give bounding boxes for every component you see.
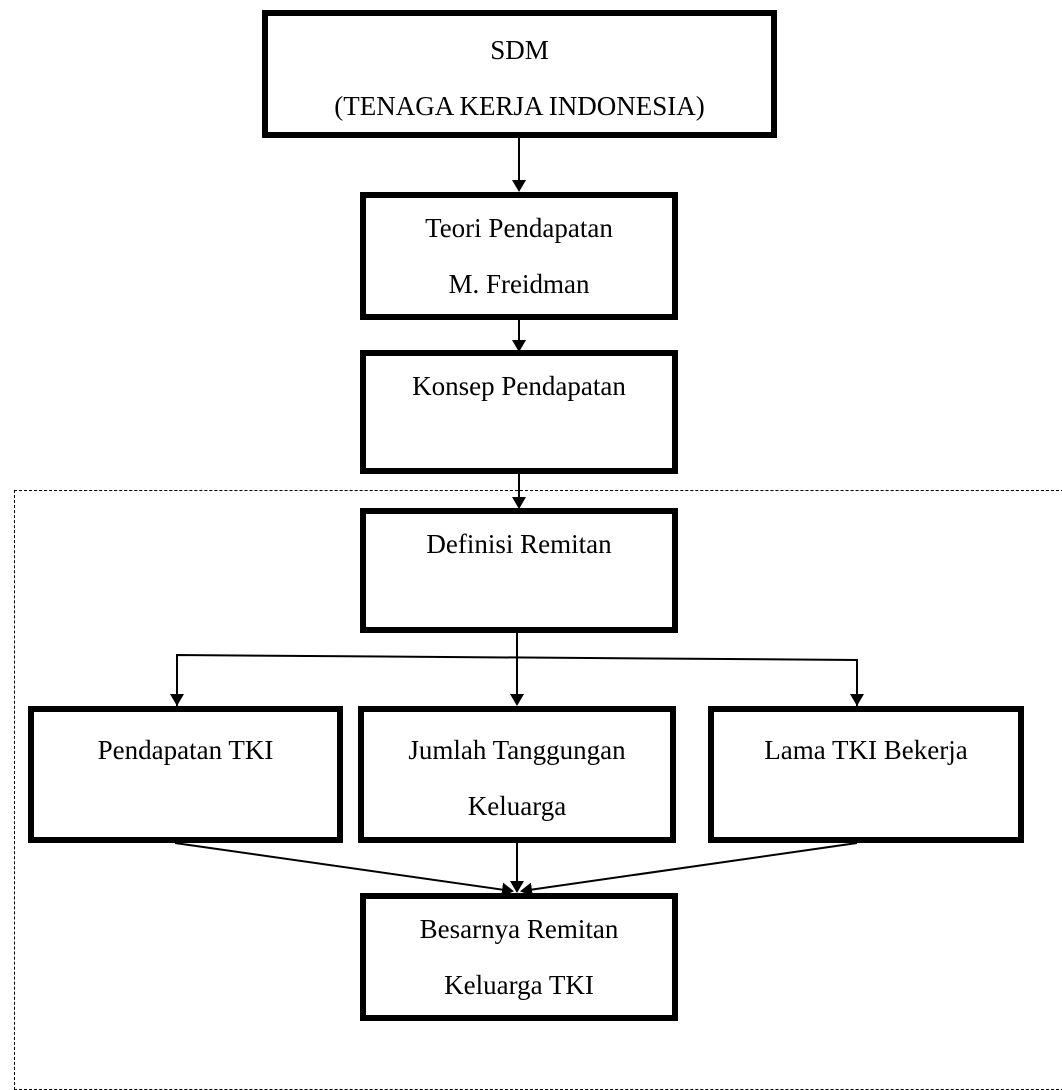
box-definisi-remitan: Definisi Remitan bbox=[360, 508, 678, 633]
box-jumlah-tanggungan: Jumlah Tanggungan Keluarga bbox=[358, 706, 676, 843]
box-teori-line1: Teori Pendapatan bbox=[425, 213, 613, 243]
box-lama-line1: Lama TKI Bekerja bbox=[764, 735, 968, 765]
box-sdm-line1: SDM bbox=[490, 35, 549, 65]
arrow-lama-to-besarnya bbox=[520, 842, 858, 897]
box-teori-pendapatan: Teori Pendapatan M. Freidman bbox=[360, 192, 678, 320]
box-lama-tki-bekerja: Lama TKI Bekerja bbox=[708, 706, 1024, 843]
box-pendapatan-tki-line1: Pendapatan TKI bbox=[97, 735, 274, 765]
arrow-pendapatan-to-besarnya bbox=[174, 842, 514, 897]
box-jumlah-line2: Keluarga bbox=[467, 791, 567, 821]
box-sdm: SDM (TENAGA KERJA INDONESIA) bbox=[262, 10, 777, 138]
box-besarnya-remitan: Besarnya Remitan Keluarga TKI bbox=[360, 893, 678, 1021]
box-besarnya-line2: Keluarga TKI bbox=[444, 970, 594, 1000]
box-konsep-pendapatan: Konsep Pendapatan bbox=[360, 350, 678, 474]
box-jumlah-line1: Jumlah Tanggungan bbox=[408, 735, 626, 765]
box-sdm-line2: (TENAGA KERJA INDONESIA) bbox=[334, 91, 705, 121]
box-definisi-line1: Definisi Remitan bbox=[426, 529, 612, 559]
box-teori-line2: M. Freidman bbox=[448, 269, 590, 299]
box-pendapatan-tki: Pendapatan TKI bbox=[28, 706, 343, 843]
box-konsep-line1: Konsep Pendapatan bbox=[412, 371, 626, 401]
box-besarnya-line1: Besarnya Remitan bbox=[419, 914, 619, 944]
